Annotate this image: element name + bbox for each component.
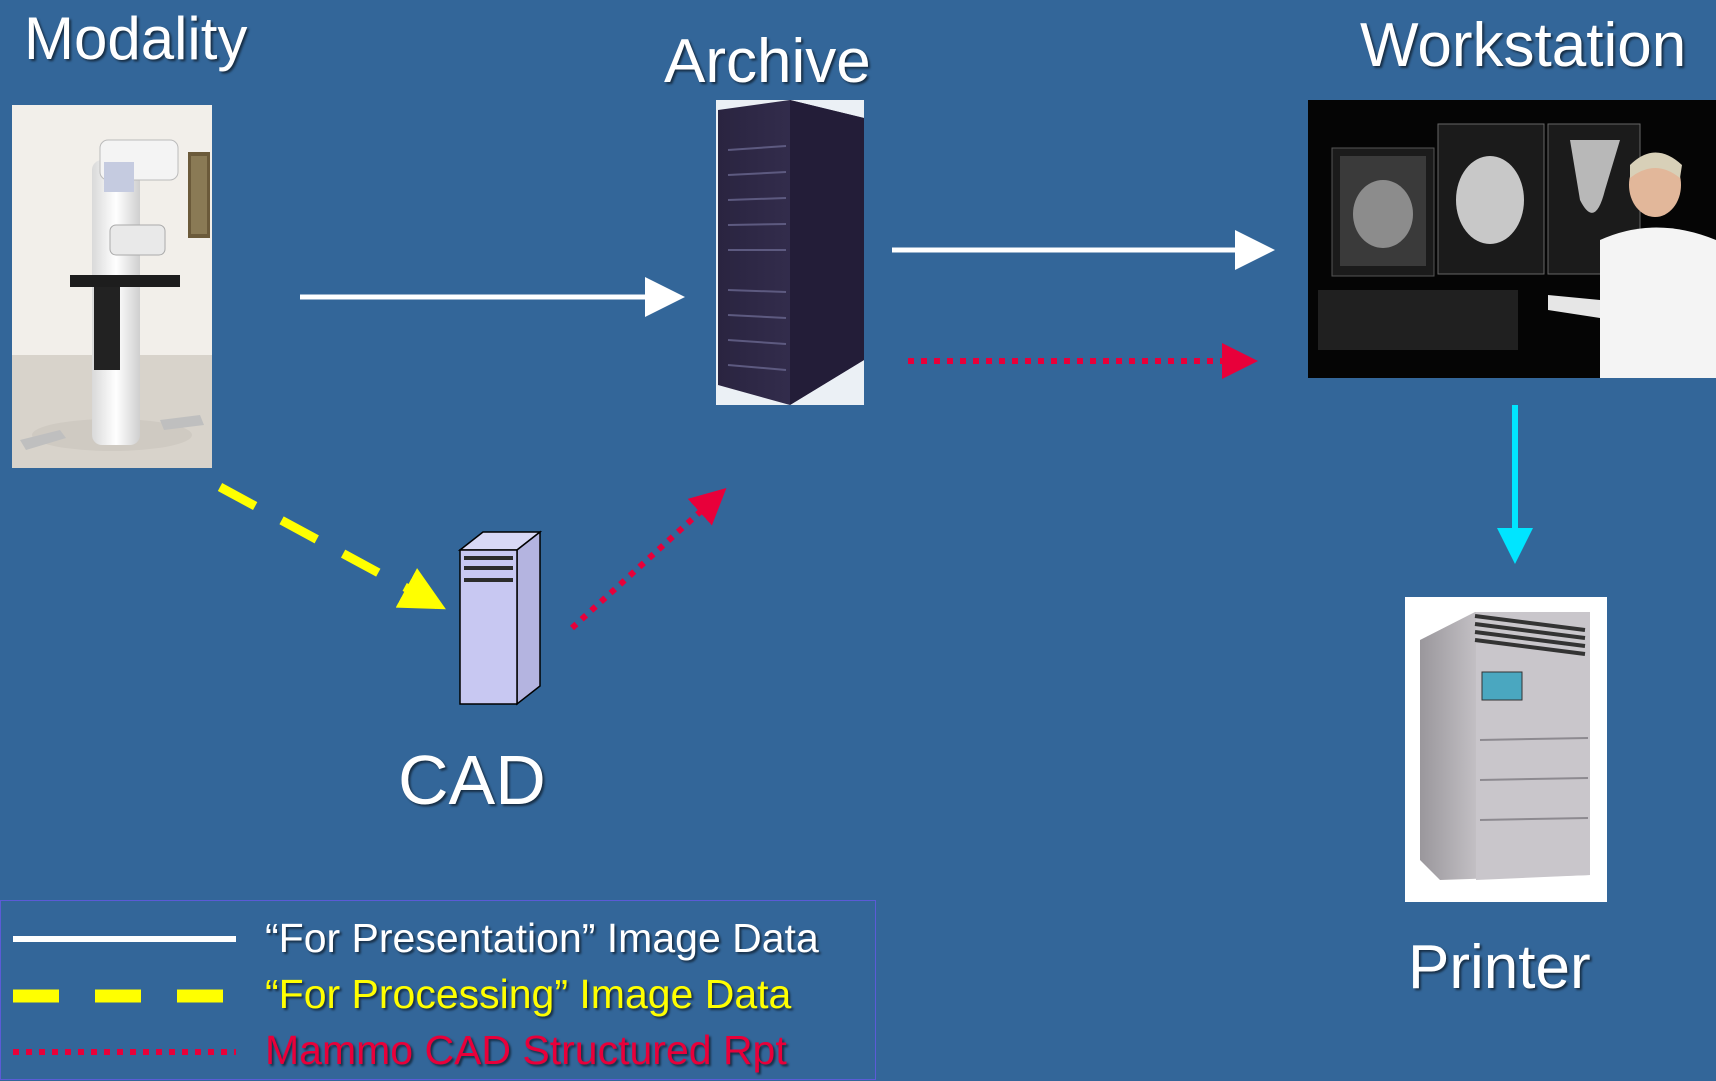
archive-label: Archive <box>664 27 871 96</box>
workstation-label: Workstation <box>1360 11 1687 80</box>
legend-label-structured-report: Mammo CAD Structured Rpt <box>265 1027 787 1073</box>
workstation-image <box>1308 100 1716 378</box>
edge-cad-archive-report <box>569 487 727 631</box>
cad-server-icon <box>457 530 543 706</box>
legend-swatches <box>13 936 236 1055</box>
archive-server-rack-image <box>716 100 864 405</box>
mammography-unit-image <box>12 105 212 468</box>
cad-label: CAD <box>398 741 546 819</box>
legend-label-presentation: “For Presentation” Image Data <box>265 915 819 961</box>
printer-image <box>1405 597 1607 902</box>
edge-modality-cad-processing <box>217 483 446 610</box>
printer-label: Printer <box>1408 933 1591 1002</box>
legend-label-processing: “For Processing” Image Data <box>265 971 792 1017</box>
modality-label: Modality <box>24 5 248 72</box>
legend: “For Presentation” Image Data “For Proce… <box>0 900 876 1080</box>
